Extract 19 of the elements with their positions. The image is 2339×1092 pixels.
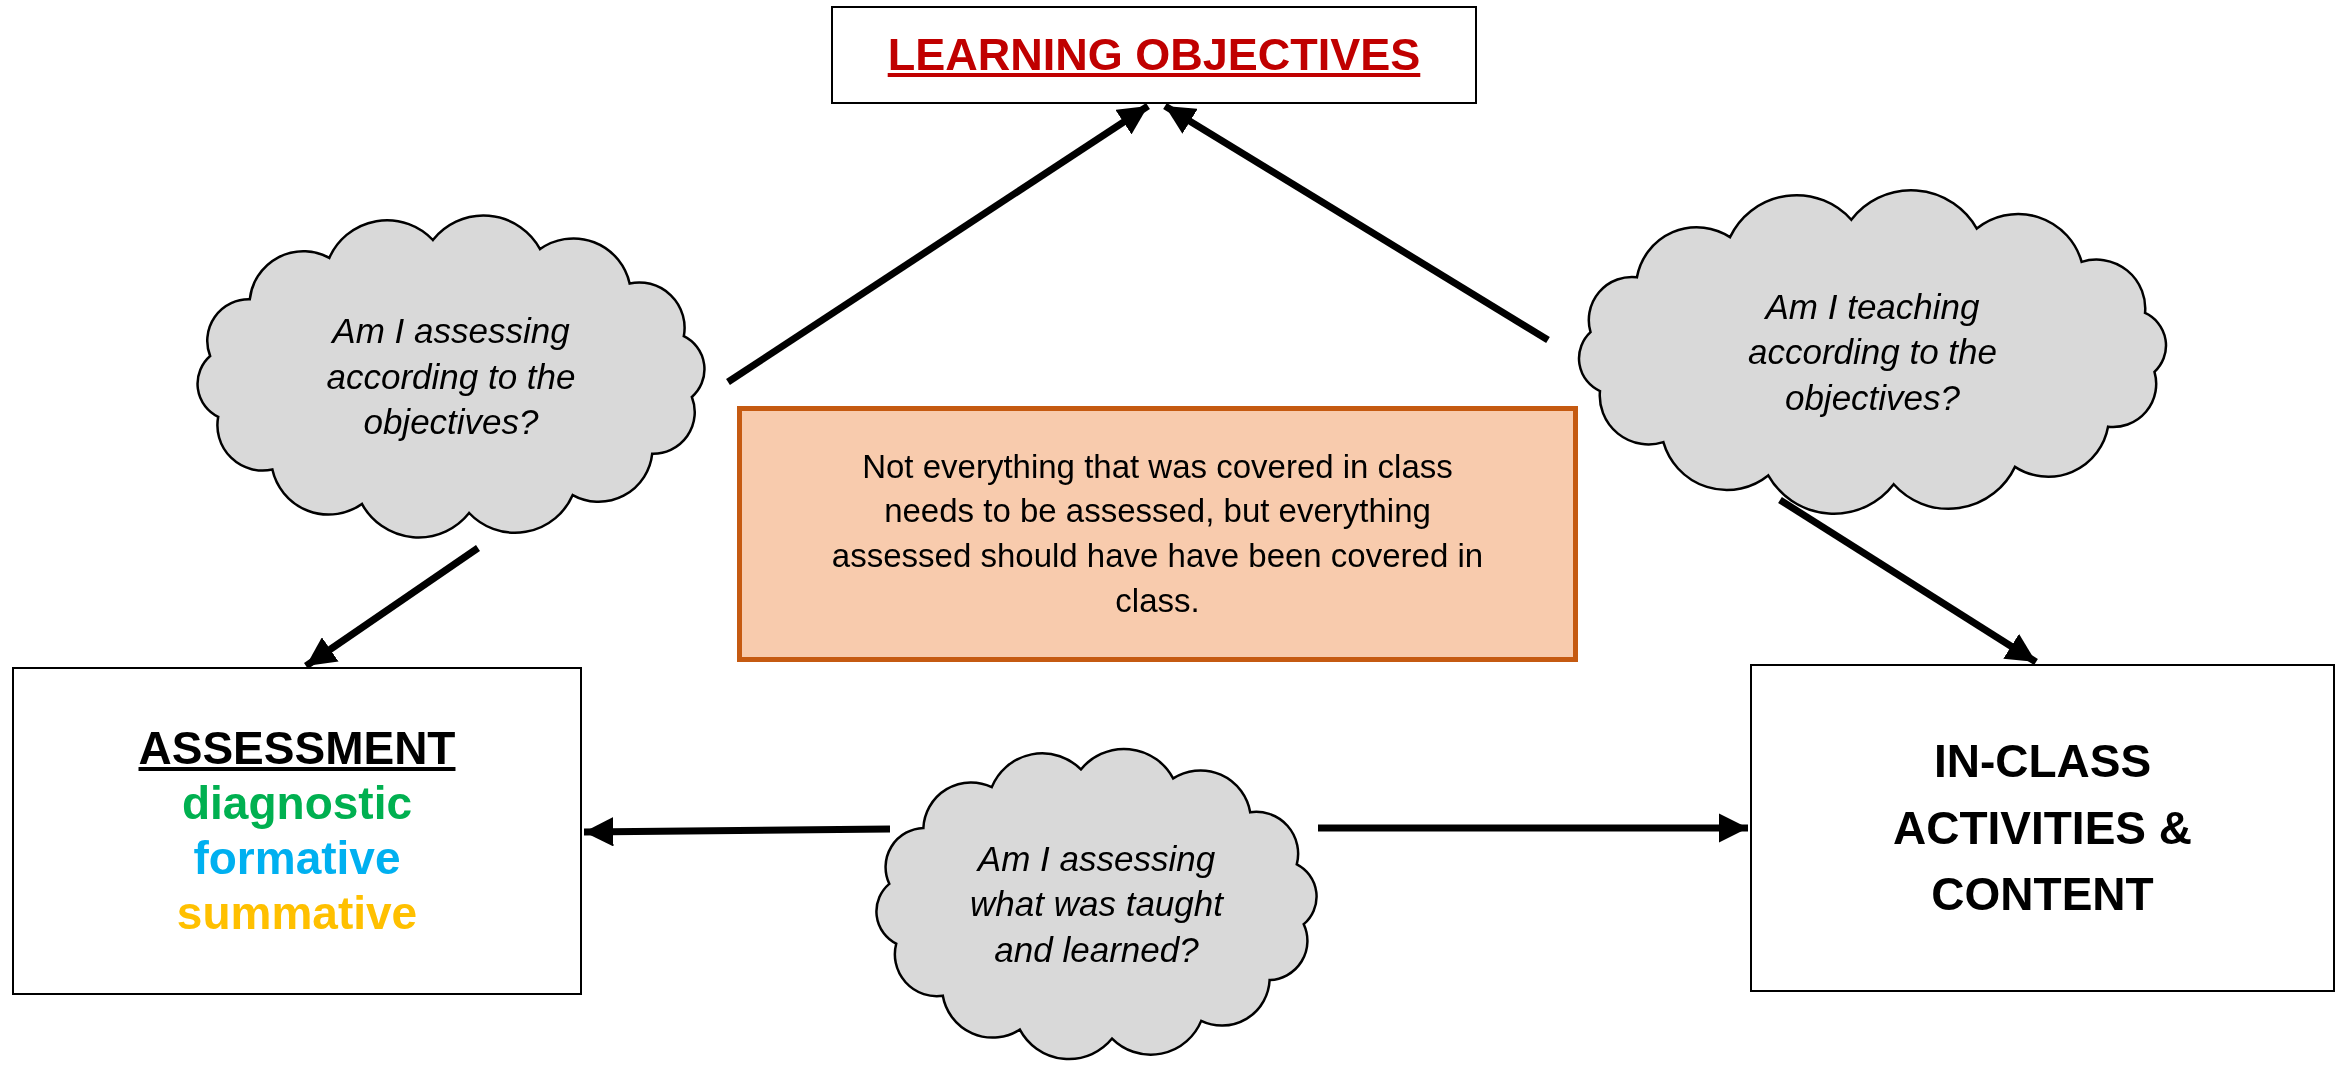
question-text: Am I assessing according to the objectives? bbox=[325, 310, 577, 444]
note-text: Not everything that was covered in class needs to be assessed, but everything assessed should have have been covered in class. bbox=[830, 446, 1485, 621]
concept-box bbox=[12, 667, 582, 995]
heading-text: LEARNING OBJECTIVES bbox=[887, 29, 1421, 81]
arrow bbox=[1163, 103, 1550, 343]
heading-text: IN-CLASS ACTIVITIES & CONTENT bbox=[1892, 733, 2193, 923]
arrow bbox=[1318, 813, 1748, 843]
question-text: Am I teaching according to the objectives? bbox=[1746, 285, 1999, 419]
assessment-type: summative bbox=[176, 886, 418, 942]
arrow bbox=[1778, 497, 2038, 665]
title-box bbox=[831, 6, 1477, 104]
assessment-type: formative bbox=[193, 831, 401, 886]
heading-text: ASSESSMENT bbox=[138, 720, 456, 776]
concept-box bbox=[1750, 664, 2335, 992]
assessment-type: diagnostic bbox=[182, 775, 412, 831]
arrow bbox=[304, 545, 480, 669]
question-text: Am I assessing what was taught and learned? bbox=[969, 837, 1225, 971]
arrow bbox=[583, 817, 891, 847]
note-box bbox=[737, 406, 1578, 662]
